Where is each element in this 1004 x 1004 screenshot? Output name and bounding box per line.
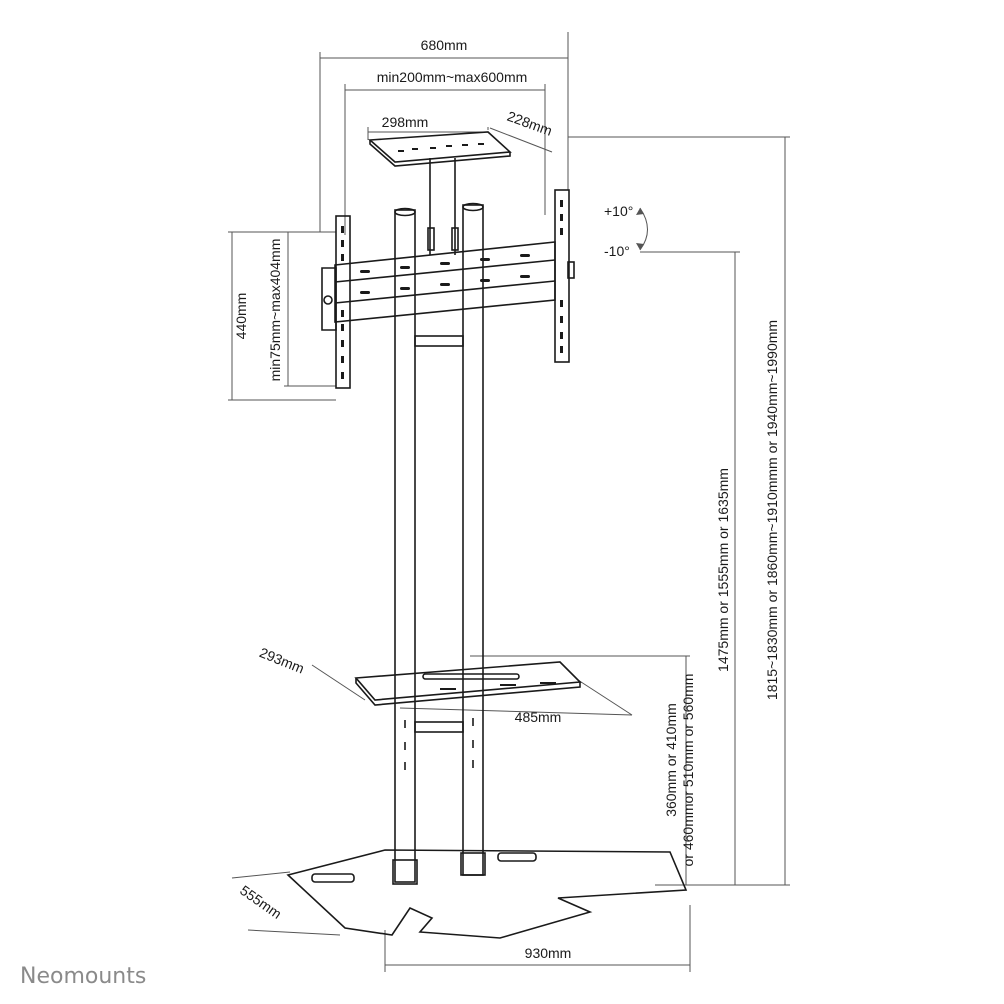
brand-logo: Neomounts	[20, 964, 146, 989]
dimension-lines	[228, 32, 790, 972]
shelf-height-label-2: or 460mmor 510mm or 560mm	[680, 674, 696, 867]
shelf-height-label-1: 360mm or 410mm	[663, 703, 679, 817]
right-pole	[462, 204, 484, 876]
total-height-label: 1815~1830mm or 1860mm~1910mmm or 1940mm~…	[764, 320, 780, 700]
tilt-down-label: -10°	[604, 243, 630, 259]
dimension-labels: 680mm min200mm~max600mm 298mm 228mm +10°…	[233, 37, 780, 961]
vesa-vertical-label: min75mm~max404mm	[267, 239, 283, 382]
base-plate	[286, 849, 688, 939]
right-arm	[554, 189, 570, 363]
tilt-up-label: +10°	[604, 203, 633, 219]
shelf-width-label: 485mm	[515, 709, 562, 725]
base-depth-label: 555mm	[237, 882, 284, 922]
total-width-label: 680mm	[421, 37, 468, 53]
middle-shelf	[354, 661, 582, 701]
top-shelf-depth-label: 228mm	[505, 108, 554, 139]
vesa-horizontal-label: min200mm~max600mm	[377, 69, 528, 85]
top-shelf-width-label: 298mm	[382, 114, 429, 130]
mount-height-label: 1475mm or 1555mm or 1635mm	[715, 468, 731, 672]
bracket-height-label: 440mm	[233, 293, 249, 340]
left-pole	[394, 209, 416, 883]
stand-body	[286, 131, 688, 939]
base-width-label: 930mm	[525, 945, 572, 961]
shelf-depth-label: 293mm	[257, 644, 306, 676]
